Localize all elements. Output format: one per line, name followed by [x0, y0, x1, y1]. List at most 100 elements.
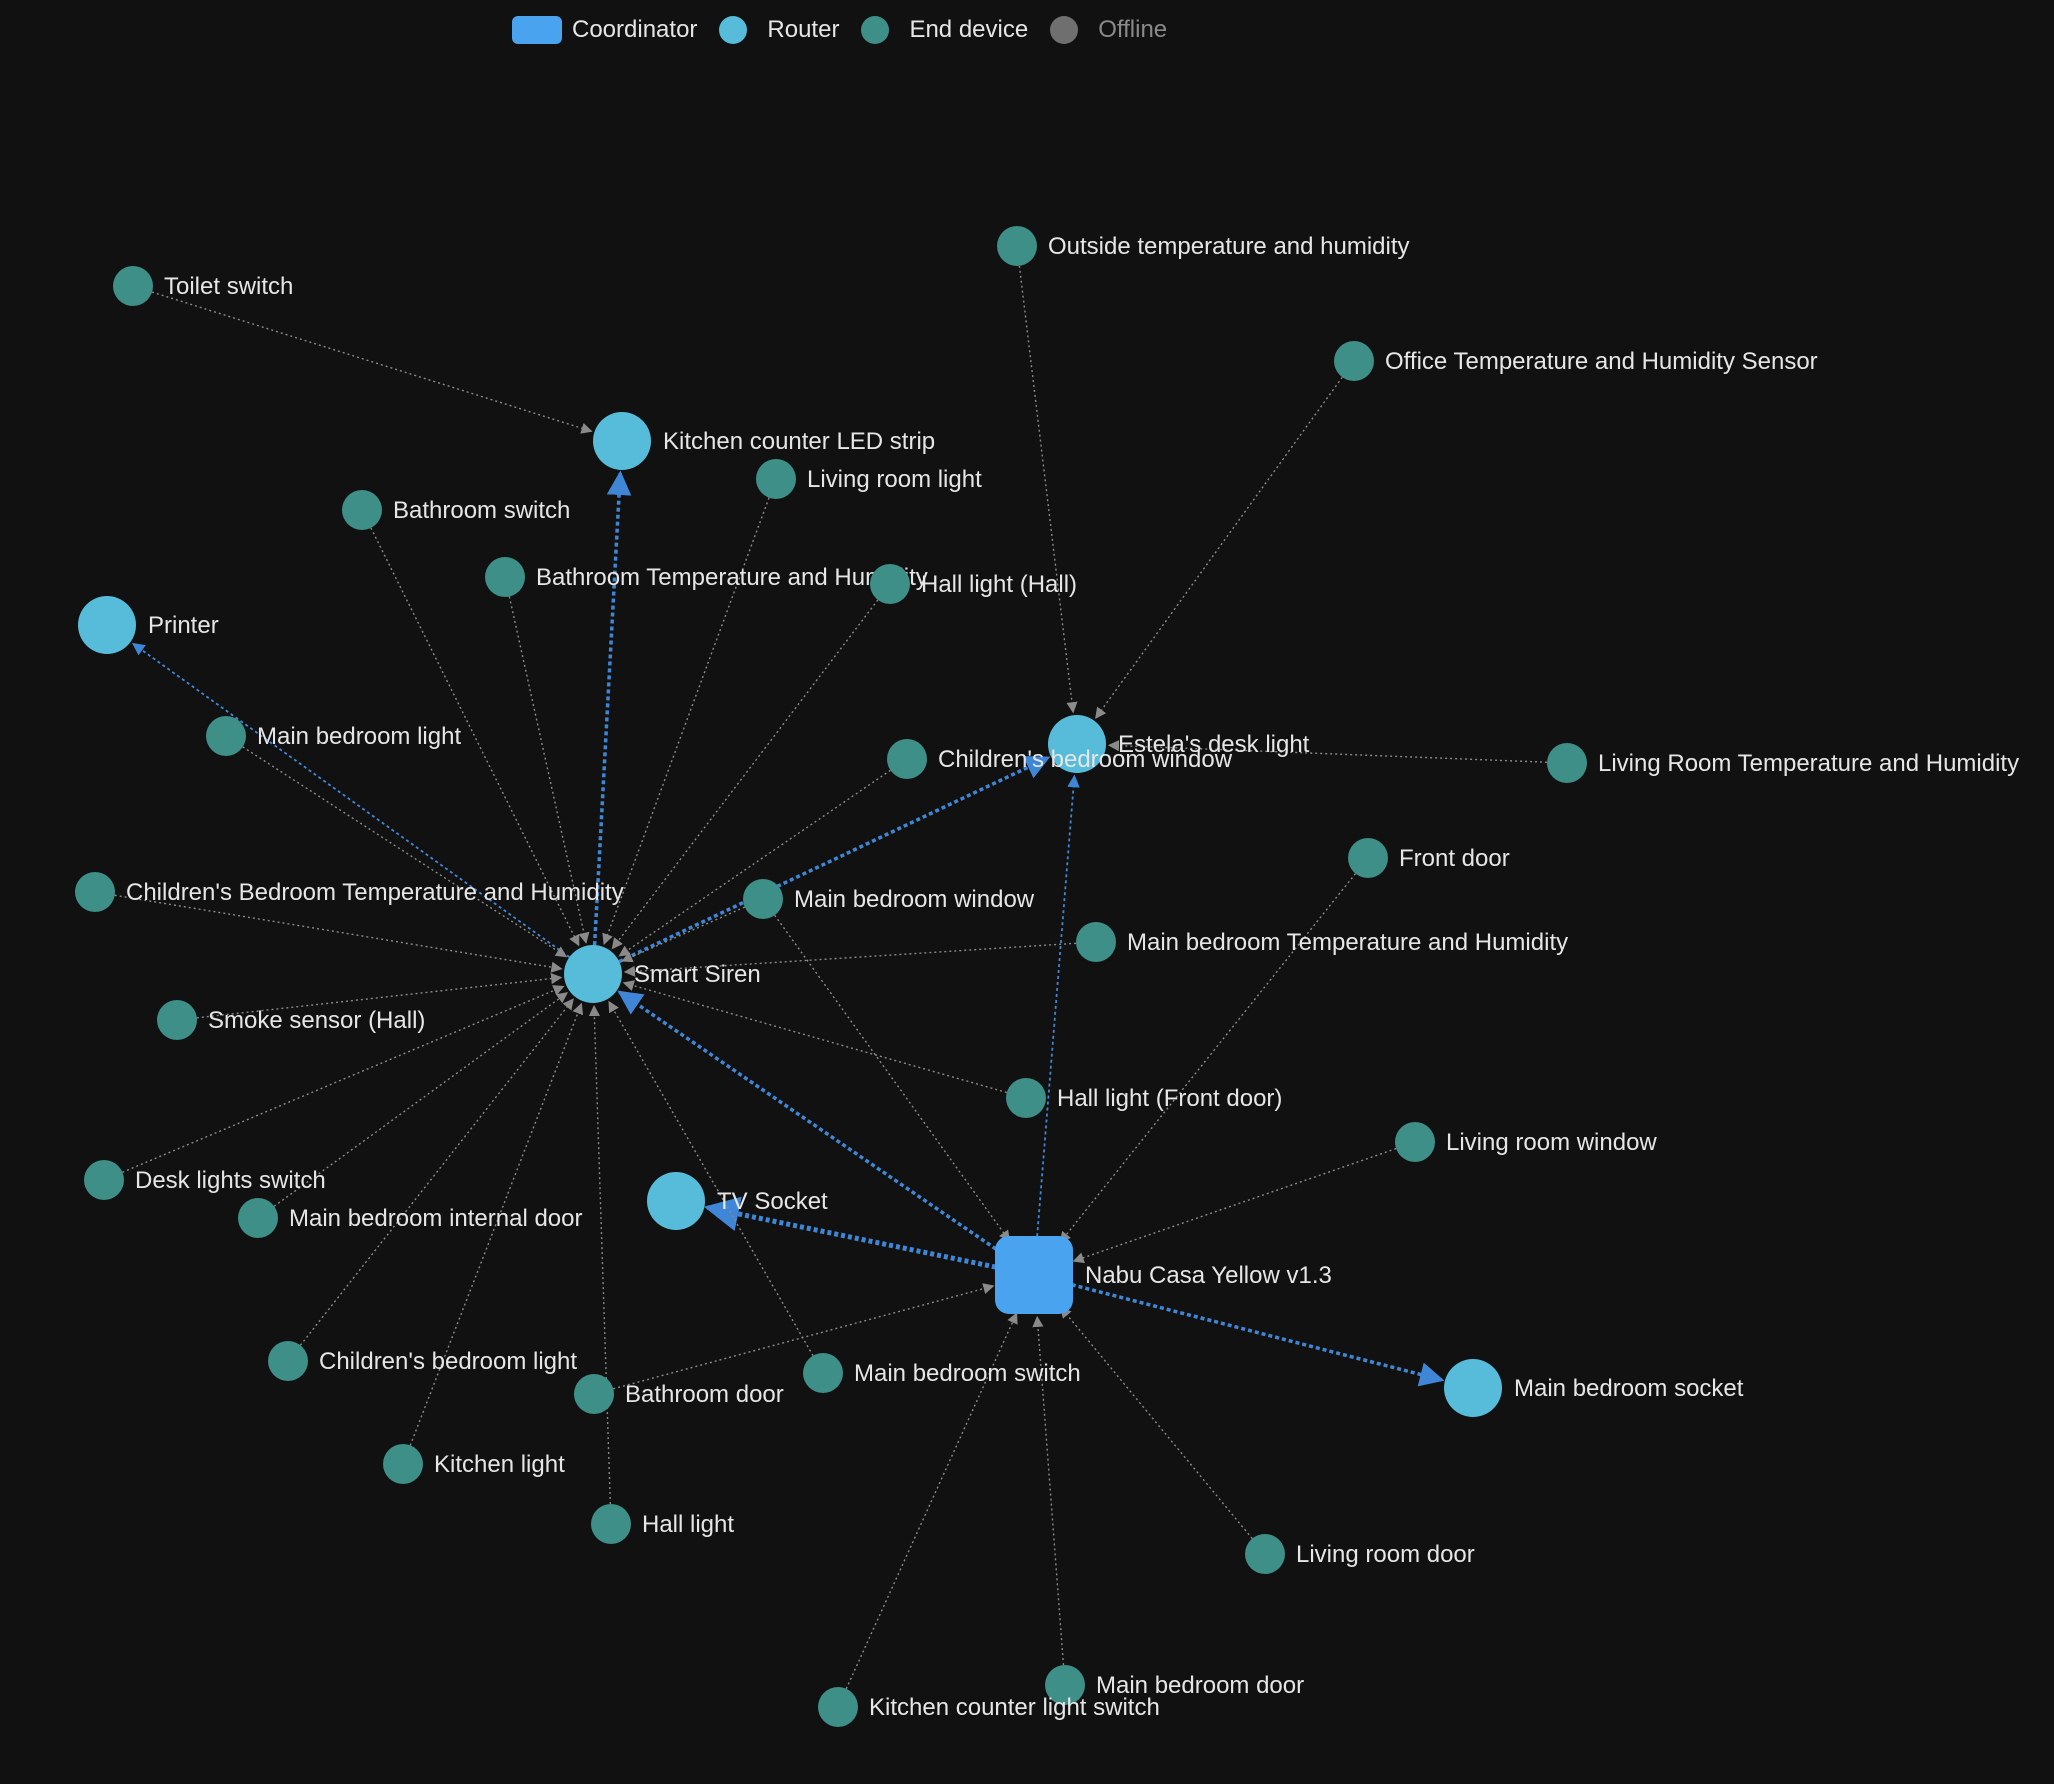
- node-office_temp[interactable]: Office Temperature and Humidity Sensor: [1334, 341, 1818, 381]
- edge-nabu-to-estela: [1036, 774, 1080, 1237]
- edge-mb_light-to-siren: [242, 746, 568, 958]
- node-siren[interactable]: Smart Siren: [564, 945, 761, 1003]
- node-nabu[interactable]: Nabu Casa Yellow v1.3: [995, 1236, 1332, 1314]
- end-device-node-icon[interactable]: [1348, 838, 1388, 878]
- node-bath_door[interactable]: Bathroom door: [574, 1374, 784, 1414]
- node-child_light[interactable]: Children's bedroom light: [268, 1341, 577, 1381]
- node-living_door[interactable]: Living room door: [1245, 1534, 1475, 1574]
- legend-item-end-device[interactable]: End device: [861, 16, 1028, 44]
- node-desk_switch[interactable]: Desk lights switch: [84, 1160, 326, 1200]
- legend-label-end-device: End device: [909, 16, 1029, 43]
- node-hall_light_front[interactable]: Hall light (Front door): [1006, 1078, 1282, 1118]
- node-mb_window[interactable]: Main bedroom window: [743, 879, 1035, 919]
- edge-kitchen_light-to-siren: [409, 1002, 584, 1446]
- legend: Coordinator Router End device Offline: [512, 14, 1167, 46]
- edge-nabu-to-mb_socket: [1071, 1283, 1445, 1387]
- end-device-node-icon[interactable]: [756, 459, 796, 499]
- router-node-icon[interactable]: [647, 1172, 705, 1230]
- edge-mb_temp-to-siren: [623, 942, 1077, 977]
- end-device-node-icon[interactable]: [574, 1374, 614, 1414]
- end-device-node-icon[interactable]: [818, 1687, 858, 1727]
- edge-siren-to-kitchen_led: [592, 470, 632, 946]
- router-node-icon[interactable]: [593, 412, 651, 470]
- node-tv_socket[interactable]: TV Socket: [647, 1172, 828, 1230]
- router-node-icon[interactable]: [1444, 1359, 1502, 1417]
- node-mb_switch[interactable]: Main bedroom switch: [803, 1353, 1081, 1393]
- node-kitchen_light[interactable]: Kitchen light: [383, 1444, 565, 1484]
- end-device-node-icon[interactable]: [870, 564, 910, 604]
- coordinator-node-icon[interactable]: [995, 1236, 1073, 1314]
- node-mb_internal_door[interactable]: Main bedroom internal door: [238, 1198, 583, 1238]
- end-device-node-icon[interactable]: [113, 266, 153, 306]
- end-device-node-icon[interactable]: [997, 226, 1037, 266]
- node-living_temp[interactable]: Living Room Temperature and Humidity: [1547, 743, 2019, 783]
- end-device-node-icon[interactable]: [75, 872, 115, 912]
- legend-label-coordinator: Coordinator: [572, 16, 698, 43]
- edge-bath_temp-to-siren: [508, 596, 590, 944]
- node-living_light[interactable]: Living room light: [756, 459, 982, 499]
- node-label: Toilet switch: [164, 273, 293, 300]
- end-device-node-icon[interactable]: [1006, 1078, 1046, 1118]
- node-label: Estela's desk light: [1118, 731, 1310, 758]
- end-device-node-icon[interactable]: [1334, 341, 1374, 381]
- end-device-node-icon[interactable]: [206, 716, 246, 756]
- node-bath_temp[interactable]: Bathroom Temperature and Humidity: [485, 557, 928, 597]
- node-label: Hall light (Front door): [1057, 1085, 1282, 1112]
- edge-smoke-to-siren: [196, 973, 563, 1019]
- end-device-node-icon[interactable]: [591, 1504, 631, 1544]
- node-mb_door[interactable]: Main bedroom door: [1045, 1665, 1304, 1705]
- end-device-node-icon[interactable]: [887, 739, 927, 779]
- node-outside_temp[interactable]: Outside temperature and humidity: [997, 226, 1410, 266]
- router-node-icon[interactable]: [78, 596, 136, 654]
- node-mb_temp[interactable]: Main bedroom Temperature and Humidity: [1076, 922, 1568, 962]
- edge-living_light-to-siren: [602, 497, 770, 946]
- edge-mb_door-to-nabu: [1032, 1315, 1065, 1666]
- legend-label-offline: Offline: [1098, 16, 1168, 43]
- legend-item-coordinator[interactable]: Coordinator: [512, 16, 697, 44]
- node-hall_light_hall[interactable]: Hall light (Hall): [870, 564, 1077, 604]
- router-node-icon[interactable]: [564, 945, 622, 1003]
- edges-layer: [114, 265, 1548, 1690]
- end-device-node-icon[interactable]: [1395, 1122, 1435, 1162]
- edge-outside_temp-to-estela: [1018, 265, 1078, 714]
- end-device-node-icon[interactable]: [1045, 1665, 1085, 1705]
- node-label: Front door: [1399, 845, 1510, 872]
- end-device-node-icon[interactable]: [383, 1444, 423, 1484]
- end-device-node-icon[interactable]: [342, 490, 382, 530]
- end-device-node-icon[interactable]: [84, 1160, 124, 1200]
- edge-nabu-to-siren: [617, 990, 1003, 1255]
- node-smoke[interactable]: Smoke sensor (Hall): [157, 1000, 425, 1040]
- end-device-node-icon[interactable]: [803, 1353, 843, 1393]
- node-living_window[interactable]: Living room window: [1395, 1122, 1657, 1162]
- node-kitchen_led[interactable]: Kitchen counter LED strip: [593, 412, 935, 470]
- node-label: Children's bedroom light: [319, 1348, 577, 1375]
- router-node-icon[interactable]: [1048, 715, 1106, 773]
- end-device-node-icon[interactable]: [268, 1341, 308, 1381]
- node-child_temp[interactable]: Children's Bedroom Temperature and Humid…: [75, 872, 624, 912]
- node-label: Main bedroom door: [1096, 1672, 1304, 1699]
- node-mb_socket[interactable]: Main bedroom socket: [1444, 1359, 1744, 1417]
- end-device-node-icon[interactable]: [238, 1198, 278, 1238]
- end-device-node-icon[interactable]: [1245, 1534, 1285, 1574]
- node-label: Children's Bedroom Temperature and Humid…: [126, 879, 624, 906]
- end-device-node-icon[interactable]: [743, 879, 783, 919]
- legend-item-router[interactable]: Router: [719, 16, 839, 44]
- node-hall_light[interactable]: Hall light: [591, 1504, 734, 1544]
- legend-item-offline[interactable]: Offline: [1050, 16, 1167, 44]
- end-device-node-icon[interactable]: [485, 557, 525, 597]
- node-child_window[interactable]: Children's bedroom window: [887, 739, 1233, 779]
- node-kitchen_switch[interactable]: Kitchen counter light switch: [818, 1687, 1160, 1727]
- end-device-node-icon[interactable]: [1547, 743, 1587, 783]
- end-device-node-icon[interactable]: [1076, 922, 1116, 962]
- end-device-node-icon[interactable]: [157, 1000, 197, 1040]
- node-estela[interactable]: Estela's desk light: [1048, 715, 1310, 773]
- node-mb_light[interactable]: Main bedroom light: [206, 716, 461, 756]
- edge-kitchen_switch-to-nabu: [845, 1312, 1018, 1690]
- node-bath_switch[interactable]: Bathroom switch: [342, 490, 570, 530]
- node-toilet_switch[interactable]: Toilet switch: [113, 266, 293, 306]
- node-printer[interactable]: Printer: [78, 596, 219, 654]
- node-front_door[interactable]: Front door: [1348, 838, 1510, 878]
